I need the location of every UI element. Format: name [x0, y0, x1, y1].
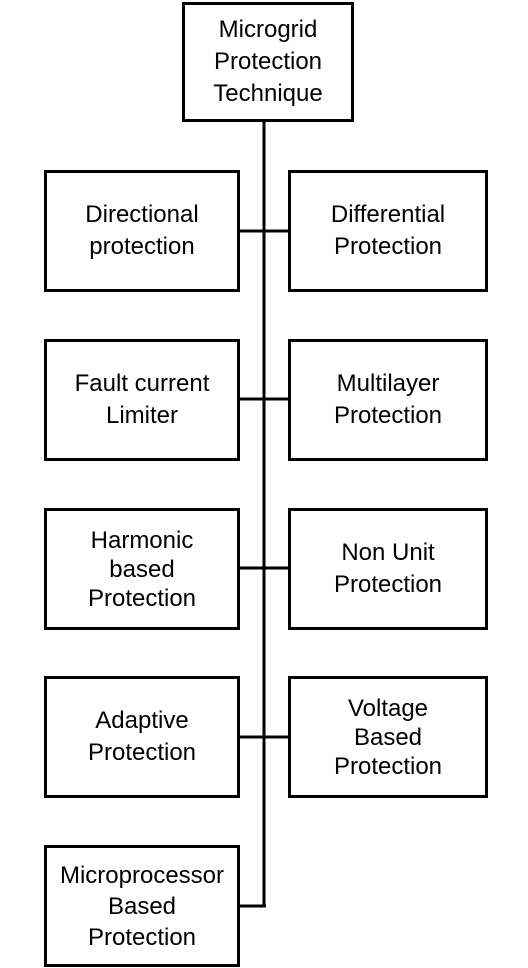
root-node: Microgrid Protection Technique	[182, 2, 354, 122]
node-label-line: protection	[89, 233, 195, 260]
node-label-line: Protection	[87, 739, 197, 766]
node-label-line: Based	[353, 723, 423, 751]
node-label-line: Harmonic	[90, 526, 194, 554]
node-label-line: Voltage	[347, 694, 429, 722]
node-label-line: Protection	[333, 233, 443, 260]
node-voltage-based-protection: Voltage Based Protection	[288, 676, 488, 798]
node-label-line: Adaptive	[95, 707, 189, 734]
node-label-line: Protection	[87, 923, 197, 951]
node-label-line: Protection	[333, 402, 443, 429]
node-label-line: Protection	[333, 752, 443, 780]
node-label-line: Non Unit	[341, 539, 435, 566]
node-label-line: based	[109, 555, 175, 583]
node-label-line: Microprocessor	[59, 861, 225, 889]
node-label-line: Protection	[333, 571, 443, 598]
node-microprocessor-based-protection: Microprocessor Based Protection	[44, 845, 240, 967]
node-label-line: Fault current	[74, 370, 210, 397]
node-differential-protection: Differential Protection	[288, 170, 488, 292]
node-label-line: Protection	[87, 584, 197, 612]
node-directional-protection: Directional protection	[44, 170, 240, 292]
root-label-line: Protection	[213, 48, 323, 75]
node-harmonic-based-protection: Harmonic based Protection	[44, 508, 240, 630]
root-label-line: Technique	[213, 80, 323, 107]
node-non-unit-protection: Non Unit Protection	[288, 508, 488, 630]
node-fault-current-limiter: Fault current Limiter	[44, 339, 240, 461]
node-label-line: Multilayer	[336, 370, 440, 397]
node-label-line: Based	[107, 892, 177, 920]
node-label-line: Limiter	[105, 402, 178, 429]
node-adaptive-protection: Adaptive Protection	[44, 676, 240, 798]
node-label-line: Directional	[85, 201, 199, 228]
node-multilayer-protection: Multilayer Protection	[288, 339, 488, 461]
root-label-line: Microgrid	[218, 16, 318, 43]
node-label-line: Differential	[330, 201, 446, 228]
